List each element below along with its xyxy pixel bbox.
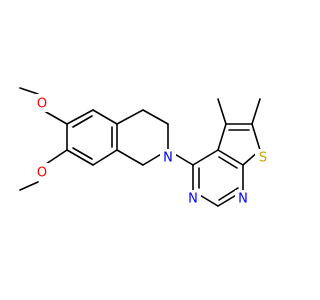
nitrogen-label-ring: N: [163, 151, 173, 166]
bond-benzene-3: [92, 149, 118, 166]
bond-o-lower-ring: [45, 149, 68, 165]
bond-benzene-6: [66, 109, 94, 125]
nitrogen-atom-pyrimidine-1: N: [185, 190, 201, 208]
nitrogen-label-pyrimidine-1: N: [188, 192, 198, 207]
bond-methyl-thio-1: [217, 98, 227, 125]
bonds: [19, 87, 261, 207]
atom-labels: O O N N N S: [34, 94, 271, 208]
chemical-structure: O O N N N S: [19, 87, 271, 208]
oxygen-label-upper: O: [37, 97, 47, 112]
oxygen-atom-lower: O: [34, 163, 50, 181]
bond-benzene-2-inner: [72, 147, 93, 160]
oxygen-atom-upper: O: [34, 94, 50, 112]
bond-thio-1: [217, 123, 227, 151]
bond-thiq-5: [116, 149, 144, 166]
bond-methyl-thio-2: [251, 98, 261, 125]
bond-thio-3: [251, 123, 261, 151]
bond-pyr-5: [217, 149, 244, 166]
nitrogen-label-pyrimidine-2: N: [238, 192, 248, 207]
oxygen-label-lower: O: [37, 166, 47, 181]
nitrogen-atom-ring: N: [160, 149, 176, 167]
bond-methyl-o-upper: [19, 87, 39, 95]
nitrogen-atom-pyrimidine-2: N: [235, 190, 251, 208]
bond-o-upper-ring: [45, 111, 68, 125]
bond-pyr-5-inner: [218, 156, 238, 169]
bond-benzene-5: [92, 109, 118, 125]
sulfur-atom: S: [255, 149, 271, 167]
bond-thiq-2: [142, 109, 169, 125]
bond-pyr-3-inner: [218, 187, 239, 201]
bond-methyl-o-lower: [19, 181, 39, 191]
bond-benzene-2: [66, 149, 94, 166]
sulfur-label: S: [259, 151, 267, 166]
bond-pyr-6: [192, 149, 219, 166]
bond-benzene-6-inner: [72, 115, 93, 128]
bond-thiq-1: [116, 109, 144, 125]
